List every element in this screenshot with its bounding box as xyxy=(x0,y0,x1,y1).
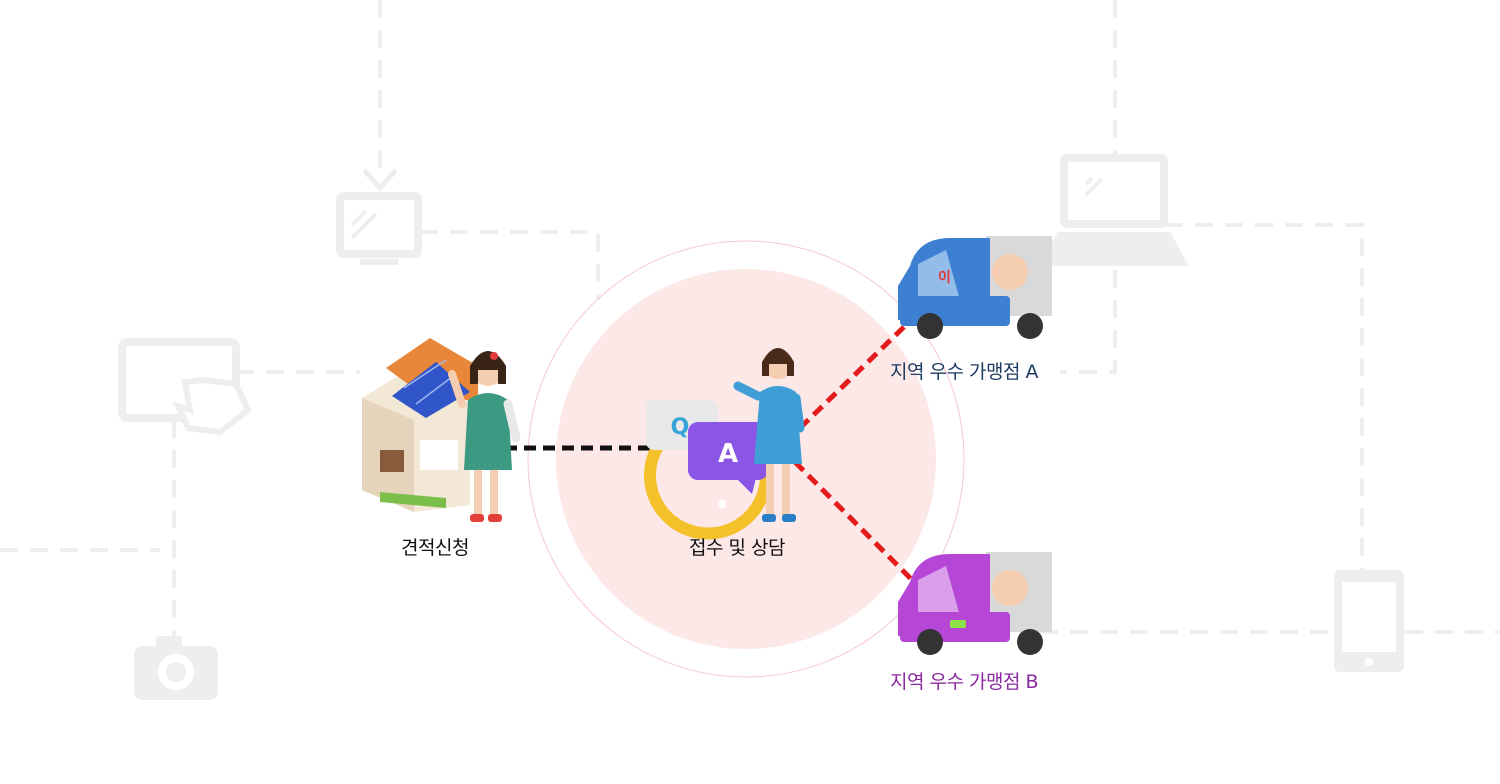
truck-b-illustration xyxy=(898,552,1052,655)
bubble-a-text: A xyxy=(718,439,738,469)
background-network xyxy=(0,0,1500,640)
laptop-icon xyxy=(1039,154,1189,266)
center-outer-ring xyxy=(527,240,965,678)
svg-text:이: 이 xyxy=(938,269,951,286)
house-illustration xyxy=(362,338,478,512)
qa-bubble-graphic: Q A xyxy=(644,400,772,540)
bubble-q-text: Q xyxy=(671,415,690,440)
tv-icon xyxy=(336,168,422,265)
camera-icon xyxy=(134,636,218,700)
truck-a-illustration: 이 xyxy=(898,236,1052,339)
branch-a-label: 지역 우수 가맹점 A xyxy=(890,361,1038,383)
branch-a-connector xyxy=(798,323,908,430)
consultant-woman-illustration xyxy=(733,348,805,522)
branch-b-connector xyxy=(793,460,926,594)
branch-b-label: 지역 우수 가맹점 B xyxy=(890,671,1039,693)
customer-woman-illustration xyxy=(448,351,521,522)
smartphone-icon xyxy=(1334,570,1404,672)
consult-label: 접수 및 상담 xyxy=(689,537,785,559)
request-label: 견적신청 xyxy=(401,537,469,559)
tablet-touch-icon xyxy=(118,338,252,436)
